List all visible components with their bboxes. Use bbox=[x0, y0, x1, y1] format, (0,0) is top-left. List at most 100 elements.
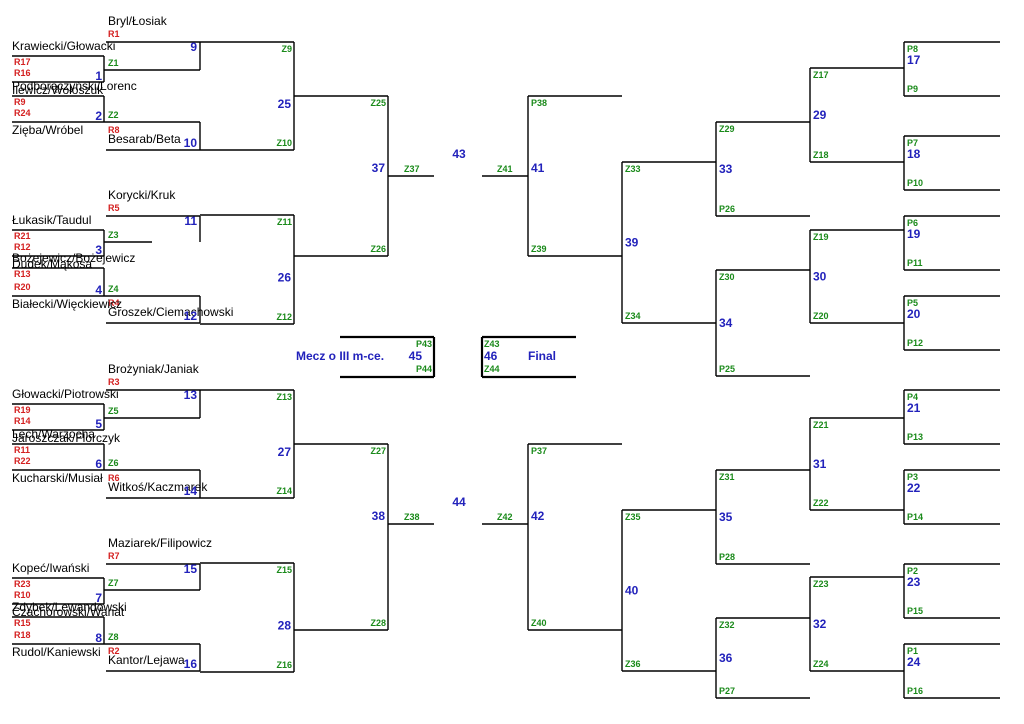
seed-label: R12 bbox=[14, 242, 31, 252]
feeder-label: P9 bbox=[907, 84, 918, 94]
feeder-label: Z34 bbox=[625, 311, 641, 321]
seed-label: R24 bbox=[14, 108, 31, 118]
match-number: 31 bbox=[813, 457, 827, 471]
feeder-label: Z1 bbox=[108, 58, 119, 68]
match-number: 40 bbox=[625, 584, 639, 598]
feeder-label: Z39 bbox=[531, 244, 547, 254]
feeder-label: Z26 bbox=[370, 244, 386, 254]
match-number: 4 bbox=[95, 283, 102, 297]
team-name: Brożyniak/Janiak bbox=[108, 362, 200, 376]
feeder-label: Z4 bbox=[108, 284, 119, 294]
feeder-label: Z11 bbox=[277, 217, 292, 227]
feeder-label: Z25 bbox=[370, 98, 386, 108]
feeder-label: Z8 bbox=[108, 632, 119, 642]
team-name: Maziarek/Filipowicz bbox=[108, 536, 212, 550]
feeder-label: P7 bbox=[907, 138, 918, 148]
team-name: Zdybek/Lewandowski bbox=[12, 600, 127, 614]
team-name: Łukasik/Taudul bbox=[12, 213, 91, 227]
seed-label: R4 bbox=[108, 298, 120, 308]
seed-label: R18 bbox=[14, 630, 31, 640]
match-number: 46 bbox=[484, 349, 498, 363]
feeder-label: P28 bbox=[719, 552, 735, 562]
match-number: 25 bbox=[278, 97, 292, 111]
match-number: 20 bbox=[907, 307, 921, 321]
match-number: 2 bbox=[95, 109, 102, 123]
feeder-label: P15 bbox=[907, 606, 923, 616]
feeder-label: Z44 bbox=[484, 364, 500, 374]
feeder-label: P14 bbox=[907, 512, 923, 522]
bracket-labels: Mecz o III m-ce. Final Bryl/ŁosiakR1Kraw… bbox=[12, 14, 923, 696]
feeder-label: Z33 bbox=[625, 164, 641, 174]
team-name: Ilewicz/Wołoszuk bbox=[12, 83, 104, 97]
match-number: 43 bbox=[452, 147, 466, 161]
match-number: 10 bbox=[184, 136, 198, 150]
third-place-label: Mecz o III m-ce. bbox=[296, 349, 384, 363]
match-number: 15 bbox=[184, 562, 198, 576]
team-name: Kantor/Lejawa bbox=[108, 653, 185, 667]
feeder-label: Z14 bbox=[276, 486, 292, 496]
feeder-label: Z41 bbox=[497, 164, 513, 174]
feeder-label: Z5 bbox=[108, 406, 119, 416]
match-number: 27 bbox=[278, 445, 292, 459]
seed-label: R7 bbox=[108, 551, 120, 561]
seed-label: R8 bbox=[108, 125, 120, 135]
match-number: 16 bbox=[184, 657, 198, 671]
feeder-label: P3 bbox=[907, 472, 918, 482]
feeder-label: Z18 bbox=[813, 150, 829, 160]
match-number: 7 bbox=[95, 591, 102, 605]
feeder-label: Z21 bbox=[813, 420, 829, 430]
feeder-label: Z43 bbox=[484, 339, 500, 349]
match-number: 17 bbox=[907, 53, 921, 67]
match-number: 14 bbox=[184, 484, 198, 498]
feeder-label: Z19 bbox=[813, 232, 829, 242]
team-name: Korycki/Kruk bbox=[108, 188, 176, 202]
feeder-label: Z10 bbox=[276, 138, 292, 148]
seed-label: R6 bbox=[108, 473, 120, 483]
seed-label: R10 bbox=[14, 590, 31, 600]
feeder-label: Z9 bbox=[281, 44, 292, 54]
match-number: 11 bbox=[184, 214, 197, 228]
team-name: Lech/Warzocha bbox=[12, 427, 95, 441]
match-number: 33 bbox=[719, 162, 733, 176]
feeder-label: Z23 bbox=[813, 579, 829, 589]
match-number: 41 bbox=[531, 161, 545, 175]
match-number: 18 bbox=[907, 147, 921, 161]
match-number: 45 bbox=[409, 349, 423, 363]
feeder-label: Z13 bbox=[276, 392, 292, 402]
feeder-label: P27 bbox=[719, 686, 735, 696]
feeder-label: Z2 bbox=[108, 110, 119, 120]
feeder-label: Z42 bbox=[497, 512, 513, 522]
match-number: 24 bbox=[907, 655, 921, 669]
match-number: 26 bbox=[278, 271, 292, 285]
feeder-label: P5 bbox=[907, 298, 918, 308]
feeder-label: Z28 bbox=[370, 618, 386, 628]
seed-label: R1 bbox=[108, 29, 120, 39]
team-name: Dudek/Mąkosa bbox=[12, 257, 92, 271]
team-name: Jaroszczak/Florczyk bbox=[12, 431, 121, 445]
feeder-label: P12 bbox=[907, 338, 923, 348]
feeder-label: P1 bbox=[907, 646, 918, 656]
match-number: 37 bbox=[372, 161, 386, 175]
seed-label: R19 bbox=[14, 405, 31, 415]
team-name: Rudol/Kaniewski bbox=[12, 645, 101, 659]
match-number: 21 bbox=[907, 401, 921, 415]
seed-label: R22 bbox=[14, 456, 31, 466]
team-name: Czachorowski/Wanat bbox=[12, 605, 125, 619]
match-number: 3 bbox=[95, 243, 102, 257]
feeder-label: Z31 bbox=[719, 472, 735, 482]
team-name: Białecki/Więckiewicz bbox=[12, 297, 122, 311]
feeder-label: Z17 bbox=[813, 70, 829, 80]
seed-label: R11 bbox=[14, 445, 30, 455]
match-number: 23 bbox=[907, 575, 921, 589]
feeder-label: Z38 bbox=[404, 512, 420, 522]
match-number: 22 bbox=[907, 481, 921, 495]
feeder-label: P11 bbox=[907, 258, 923, 268]
feeder-label: P44 bbox=[416, 364, 432, 374]
match-number: 36 bbox=[719, 651, 733, 665]
match-number: 8 bbox=[95, 631, 102, 645]
seed-label: R13 bbox=[14, 269, 31, 279]
match-number: 35 bbox=[719, 510, 733, 524]
feeder-label: Z24 bbox=[813, 659, 829, 669]
feeder-label: P2 bbox=[907, 566, 918, 576]
feeder-label: P25 bbox=[719, 364, 735, 374]
